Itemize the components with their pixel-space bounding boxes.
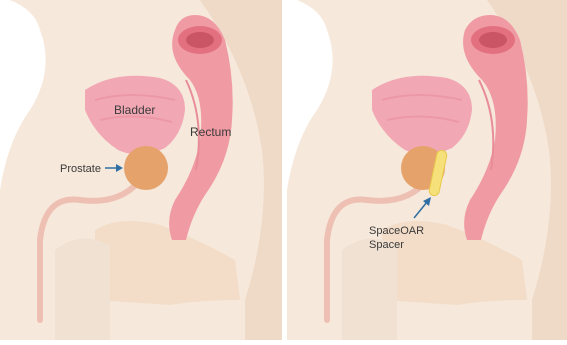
label-spacer: Spacer	[369, 239, 404, 251]
label-prostate: Prostate	[60, 163, 101, 175]
lower-body	[342, 239, 397, 340]
anatomy-panel-after: SpaceOAR Spacer	[287, 0, 567, 345]
label-rectum: Rectum	[190, 125, 231, 139]
rectum-lumen	[186, 32, 214, 48]
anatomy-illustration-after: SpaceOAR Spacer	[287, 0, 567, 340]
lower-body	[55, 239, 110, 340]
anatomy-panel-before: Bladder Rectum Prostate	[0, 0, 282, 345]
label-spaceoar: SpaceOAR	[369, 225, 424, 237]
prostate	[124, 146, 168, 190]
label-bladder: Bladder	[114, 103, 155, 117]
rectum-lumen	[479, 32, 507, 48]
anatomy-illustration-before: Bladder Rectum Prostate	[0, 0, 282, 340]
